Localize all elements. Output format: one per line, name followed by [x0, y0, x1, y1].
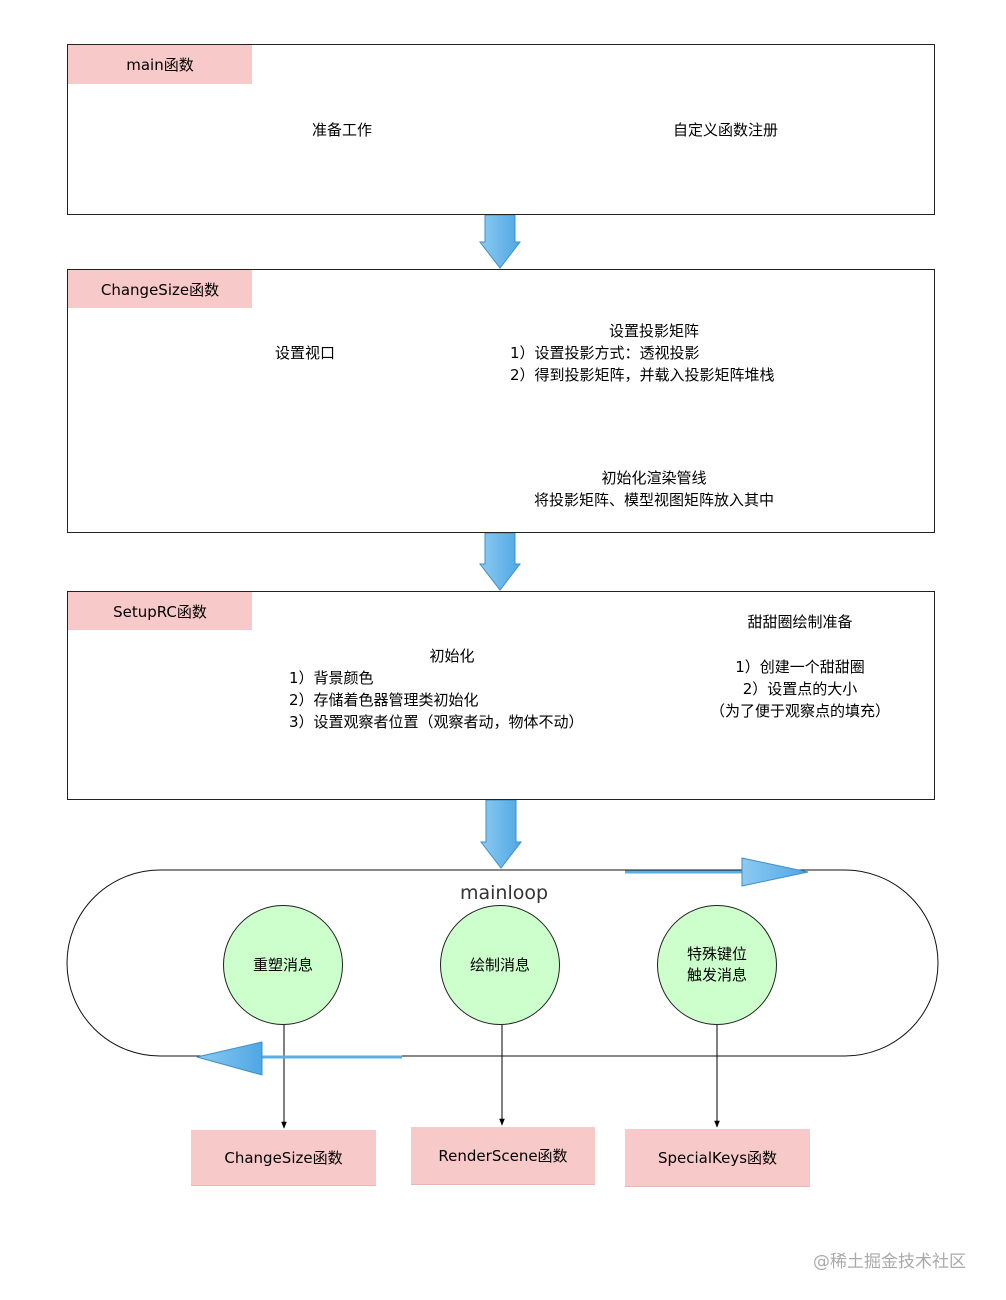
init-step-2: 2）存储着色器管理类初始化: [289, 691, 479, 709]
watermark: @稀土掘金技术社区: [813, 1252, 966, 1272]
projection-step-1: 1）设置投影方式：透视投影: [510, 344, 700, 362]
loop-right-arrow-head: [741, 857, 809, 887]
main-to-changesize-block-arrow: [478, 214, 522, 269]
viewport-label: 设置视口: [275, 344, 336, 362]
custom-register-label: 自定义函数注册: [673, 121, 779, 139]
prep-work-label: 准备工作: [312, 121, 373, 139]
donut-step-2: 2）设置点的大小: [742, 680, 858, 698]
reshape-message-line-1: 重塑消息: [252, 955, 313, 974]
changesize-function-tag: ChangeSize函数: [68, 270, 252, 308]
changesize-function-box: ChangeSize函数: [191, 1130, 376, 1186]
setuprc-to-mainloop-block-arrow: [479, 799, 523, 869]
pipeline-description: 将投影矩阵、模型视图矩阵放入其中: [533, 491, 774, 509]
init-step-1: 1）背景颜色: [289, 669, 374, 687]
draw-message-line-1: 绘制消息: [469, 955, 530, 974]
special-key-line-2: 触发消息: [686, 966, 747, 984]
donut-step-1: 1）创建一个甜甜圈: [735, 658, 865, 676]
changesize-section: [67, 269, 935, 533]
main-function-tag: main函数: [68, 45, 252, 84]
renderscene-function-box: RenderScene函数: [411, 1127, 595, 1185]
setuprc-function-tag: SetupRC函数: [68, 592, 252, 630]
special-key-message-node: 特殊键位 触发消息: [657, 905, 777, 1025]
mainloop-outline: [66, 869, 939, 1057]
donut-step-3: （为了便于观察点的填充）: [709, 702, 890, 720]
pipeline-title: 初始化渲染管线: [601, 469, 707, 487]
projection-title: 设置投影矩阵: [608, 322, 699, 340]
init-step-3: 3）设置观察者位置（观察者动，物体不动）: [289, 713, 584, 731]
special-key-line-1: 特殊键位: [686, 945, 747, 963]
specialkeys-function-box: SpecialKeys函数: [625, 1129, 810, 1187]
reshape-message-node: 重塑消息: [223, 905, 343, 1025]
donut-title: 甜甜圈绘制准备: [747, 613, 853, 631]
projection-step-2: 2）得到投影矩阵，并载入投影矩阵堆栈: [510, 366, 775, 384]
changesize-to-setuprc-block-arrow: [478, 532, 522, 591]
mainloop-label: mainloop: [460, 882, 549, 904]
init-title: 初始化: [429, 647, 475, 665]
draw-message-node: 绘制消息: [440, 905, 560, 1025]
loop-left-arrow-head: [196, 1041, 263, 1076]
